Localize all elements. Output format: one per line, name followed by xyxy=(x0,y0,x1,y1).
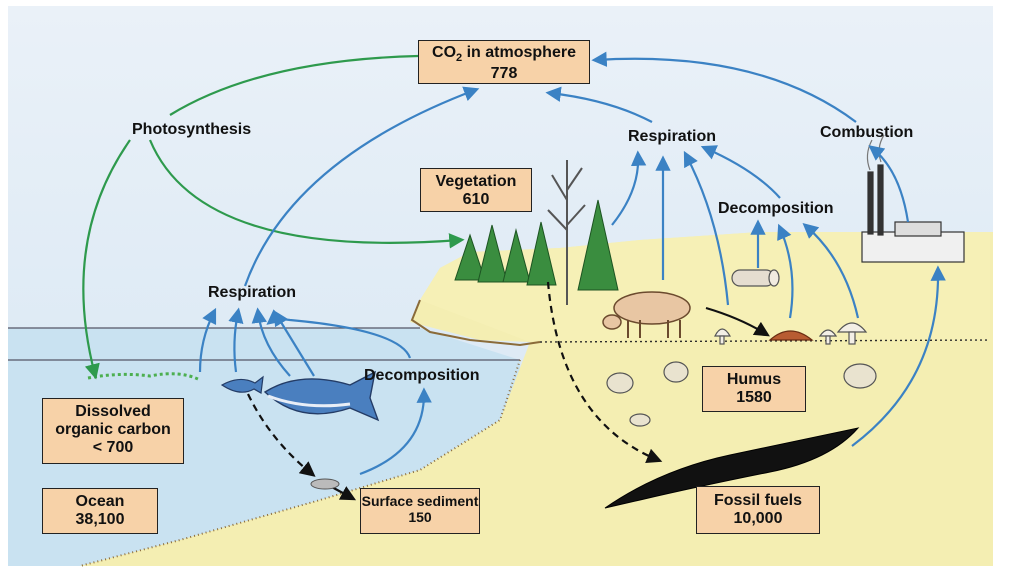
dissolved-pool-line1: Dissolved xyxy=(75,403,151,420)
vegetation-pool-name: Vegetation xyxy=(435,173,517,190)
ocean-pool-name: Ocean xyxy=(75,493,125,510)
rocks xyxy=(606,361,877,427)
photosynthesis-flows xyxy=(82,54,465,380)
flow-largefish-to-respiration xyxy=(251,307,291,377)
flow-sediment-to-decomposition xyxy=(359,387,432,476)
factory-illustration xyxy=(861,134,965,263)
plankton xyxy=(87,372,201,382)
vegetation-pool-box: Vegetation 610 xyxy=(420,168,532,212)
cow-illustration xyxy=(602,291,691,338)
mushrooms xyxy=(714,322,868,345)
flow-atmosphere-to-photosynthesis xyxy=(169,54,419,116)
dissolved-pool-line2: organic carbon xyxy=(55,420,171,438)
fungus-bracket xyxy=(768,330,814,341)
flow-fish-to-sediment xyxy=(247,393,316,477)
humus-pool-name: Humus xyxy=(726,371,782,388)
sea-floor xyxy=(79,359,521,567)
dead-fish-sediment xyxy=(310,478,340,490)
burial-flows xyxy=(247,281,663,477)
sediment-pool-value: 150 xyxy=(408,508,432,525)
atmosphere-pool-value: 778 xyxy=(490,64,518,82)
bare-tree xyxy=(547,160,586,305)
cliff xyxy=(410,299,541,347)
flow-combustion-to-atmosphere xyxy=(591,51,857,123)
flow-respiration-to-atmosphere xyxy=(545,86,653,123)
ocean-pool-box: Ocean 38,100 xyxy=(42,488,158,534)
flow-fungus-to-decomposition xyxy=(777,223,794,319)
fossil-fuel-seam xyxy=(604,427,860,509)
decomposition-ocean-label: Decomposition xyxy=(364,367,480,384)
photosynthesis-label: Photosynthesis xyxy=(132,121,252,138)
forest xyxy=(454,199,619,291)
large-fish-illustration xyxy=(263,370,380,422)
surface-sediment-box: Surface sediment 150 xyxy=(360,488,480,534)
ocean-pool-value: 38,100 xyxy=(75,510,125,528)
flow-factory-to-combustion xyxy=(868,145,910,223)
flow-humus-to-respiration-land xyxy=(683,150,730,306)
fossil-pool-value: 10,000 xyxy=(733,509,783,527)
log-illustration xyxy=(731,269,780,287)
flow-vegetation-to-respiration-land xyxy=(611,150,647,226)
humus-pool-box: Humus 1580 xyxy=(702,366,806,412)
flow-mushroom-to-decomposition xyxy=(802,222,860,319)
flow-fossil-to-factory xyxy=(851,265,946,447)
flow-cow-to-humus xyxy=(705,306,770,337)
small-fish-illustration xyxy=(220,375,264,394)
atmosphere-pool-name: CO2 in atmosphere xyxy=(432,44,576,65)
decomposition-land-label: Decomposition xyxy=(718,200,834,217)
flow-photosynthesis-to-vegetation xyxy=(148,139,465,249)
flow-decomposition-to-respiration xyxy=(700,145,781,199)
fossil-fuels-pool-box: Fossil fuels 10,000 xyxy=(696,486,820,534)
sediment-pool-name: Surface sediment xyxy=(361,493,479,509)
fossil-pool-name: Fossil fuels xyxy=(713,492,803,509)
atmosphere-pool-box: CO2 in atmosphere 778 xyxy=(418,40,590,84)
flow-sea-to-respiration xyxy=(266,309,412,359)
flow-plankton-to-respiration xyxy=(198,307,217,373)
respiration-land-label: Respiration xyxy=(628,128,717,145)
flow-vegetation-to-fossil xyxy=(546,281,663,464)
humus-pool-value: 1580 xyxy=(736,388,772,406)
combustion-label: Combustion xyxy=(820,124,914,141)
grass-plateau xyxy=(420,232,990,342)
dissolved-organic-carbon-box: Dissolved organic carbon < 700 xyxy=(42,398,184,464)
flow-smallfish-to-respiration xyxy=(228,307,244,373)
release-flows xyxy=(198,51,946,476)
vegetation-pool-value: 610 xyxy=(462,190,490,208)
respiration-ocean-label: Respiration xyxy=(208,284,297,301)
flow-photosynthesis-to-ocean xyxy=(82,139,131,380)
grass-edge xyxy=(539,339,991,343)
flow-respiration-ocean-to-atmosphere xyxy=(243,86,480,287)
dissolved-pool-value: < 700 xyxy=(92,438,134,456)
